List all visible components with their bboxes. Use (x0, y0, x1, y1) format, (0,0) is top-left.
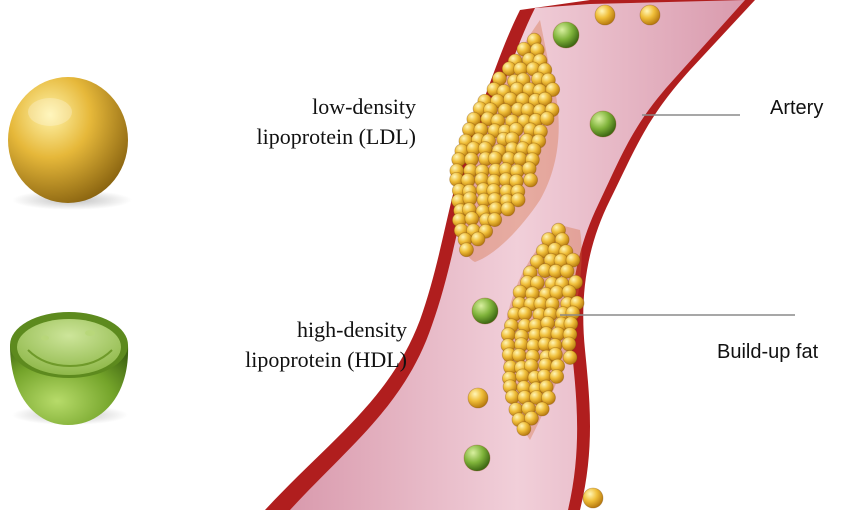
hdl-label-line1: high-density (245, 315, 407, 345)
buildup-fat-label: Build-up fat (717, 340, 818, 364)
hdl-label: high-density lipoprotein (HDL) (245, 315, 407, 375)
ldl-fat-particle (465, 212, 479, 226)
ldl-fat-particle (517, 422, 531, 436)
ldl-fat-particle (459, 243, 473, 257)
ldl-fat-particle (550, 369, 564, 383)
ldl-particle (583, 488, 603, 508)
ldl-label-line1: low-density (257, 92, 416, 122)
hdl-label-line2: lipoprotein (HDL) (245, 345, 407, 375)
ldl-fat-particle (524, 173, 538, 187)
ldl-fat-particle (488, 213, 502, 227)
ldl-label-line2: lipoprotein (LDL) (257, 122, 416, 152)
hdl-particle (553, 22, 579, 48)
hdl-cup-icon (10, 312, 128, 425)
ldl-particle (468, 388, 488, 408)
ldl-fat-particle (563, 350, 577, 364)
ldl-fat-particle (562, 337, 576, 351)
ldl-label: low-density lipoprotein (LDL) (257, 92, 416, 152)
hdl-particle (472, 298, 498, 324)
ldl-fat-particle (471, 232, 485, 246)
ldl-particle (595, 5, 615, 25)
hdl-particle (590, 111, 616, 137)
ldl-sphere-icon (8, 77, 132, 210)
ldl-fat-particle (540, 112, 554, 126)
ldl-fat-particle (501, 202, 515, 216)
ldl-particle (640, 5, 660, 25)
artery-label: Artery (770, 96, 823, 120)
hdl-particle (464, 445, 490, 471)
ldl-fat-particle (512, 348, 526, 362)
